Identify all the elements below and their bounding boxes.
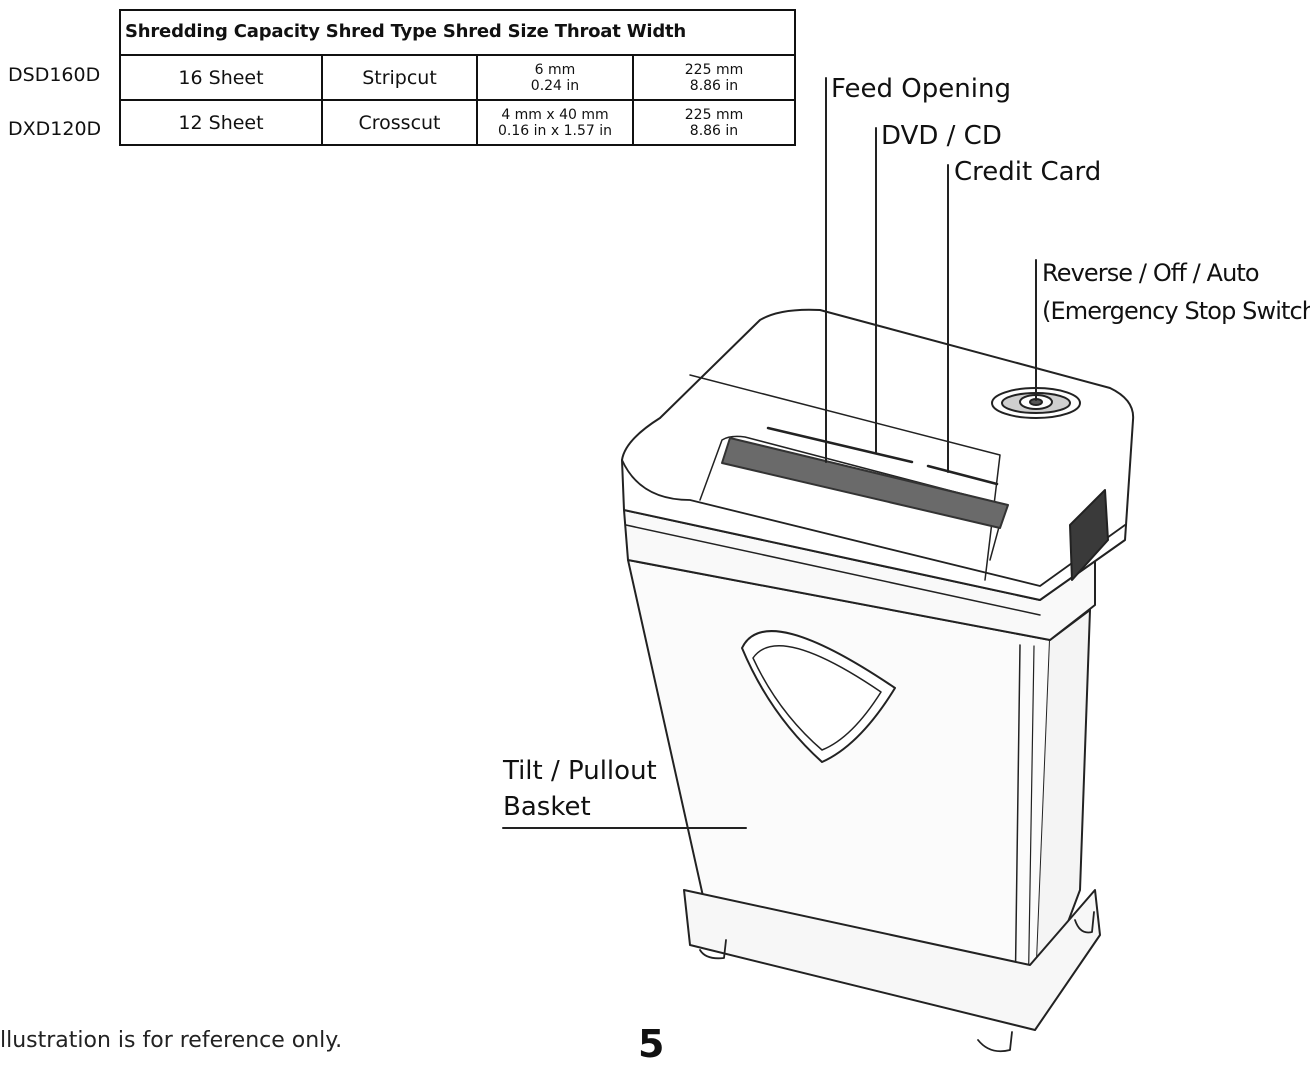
dvd-cd-label: DVD / CD	[881, 121, 1002, 151]
basket-handle-window	[741, 630, 896, 763]
dvd-slot	[766, 426, 914, 464]
feed-opening-slot	[721, 437, 1009, 529]
shred-size-imperial: 0.24 in	[530, 77, 580, 94]
cell-throat-width: 225 mm 8.86 in	[632, 99, 796, 146]
basket-label-line1: Tilt / Pullout	[503, 756, 657, 786]
page-number: 5	[638, 1022, 665, 1066]
cell-shred-size: 6 mm 0.24 in	[476, 54, 634, 101]
reference-note: llustration is for reference only.	[0, 1028, 343, 1053]
spec-table: 16 Sheet Stripcut 6 mm 0.24 in 225 mm 8.…	[119, 9, 796, 146]
basket-label: Tilt / Pullout Basket	[503, 753, 657, 825]
card-slot	[926, 464, 999, 486]
throat-width-imperial: 8.86 in	[689, 77, 739, 94]
shred-size-metric: 4 mm x 40 mm	[501, 106, 609, 123]
switch-label-line1: Reverse / Off / Auto	[1042, 259, 1260, 287]
table-header-row	[119, 9, 796, 56]
switch-label: Reverse / Off / Auto (Emergency Stop Swi…	[1042, 254, 1310, 330]
row-label-dxd120d: DXD120D	[8, 118, 102, 140]
cell-capacity: 16 Sheet	[119, 54, 323, 101]
capacity-value: 12 Sheet	[178, 111, 264, 134]
throat-width-metric: 225 mm	[684, 106, 744, 123]
basket-label-line2: Basket	[503, 792, 591, 822]
switch-label-line2: (Emergency Stop Switch)	[1042, 297, 1310, 325]
shred-type-value: Crosscut	[358, 111, 441, 134]
capacity-value: 16 Sheet	[178, 66, 264, 89]
table-header-text: Shredding Capacity Shred Type Shred Size…	[125, 21, 687, 42]
cell-shred-type: Stripcut	[321, 54, 478, 101]
cell-capacity: 12 Sheet	[119, 99, 323, 146]
cell-throat-width: 225 mm 8.86 in	[632, 54, 796, 101]
throat-width-imperial: 8.86 in	[689, 122, 739, 139]
cell-shred-type: Crosscut	[321, 99, 478, 146]
throat-width-metric: 225 mm	[684, 61, 744, 78]
side-vent	[1069, 489, 1109, 581]
cell-shred-size: 4 mm x 40 mm 0.16 in x 1.57 in	[476, 99, 634, 146]
row-label-dsd160d: DSD160D	[8, 64, 101, 86]
feed-opening-label: Feed Opening	[831, 74, 1011, 104]
credit-card-label: Credit Card	[954, 157, 1102, 187]
shred-size-imperial: 0.16 in x 1.57 in	[498, 122, 612, 139]
shred-size-metric: 6 mm	[534, 61, 576, 78]
shred-type-value: Stripcut	[362, 66, 437, 89]
table-row: 16 Sheet Stripcut 6 mm 0.24 in 225 mm 8.…	[119, 54, 796, 101]
shredder-base	[683, 889, 1101, 1031]
table-row: 12 Sheet Crosscut 4 mm x 40 mm 0.16 in x…	[119, 99, 796, 146]
